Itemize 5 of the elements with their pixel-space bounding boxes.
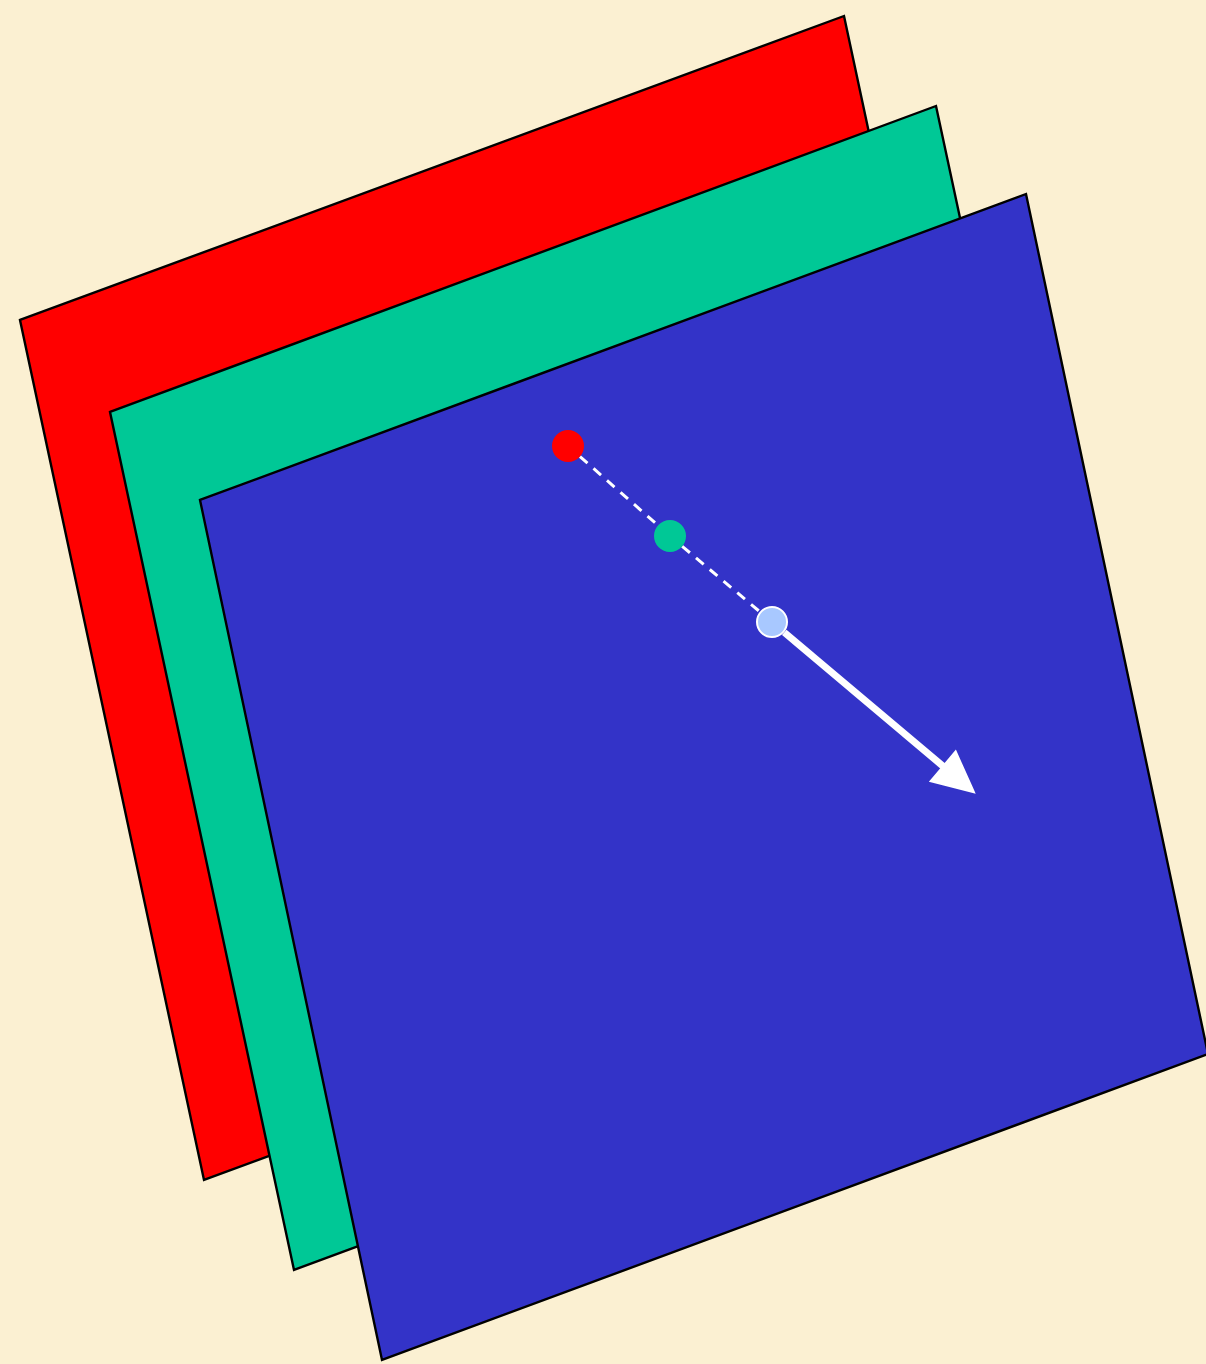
dot <box>654 520 686 552</box>
dot <box>552 430 584 462</box>
dot <box>756 606 788 638</box>
dashed-line <box>579 455 659 527</box>
dashed-line <box>681 545 761 613</box>
